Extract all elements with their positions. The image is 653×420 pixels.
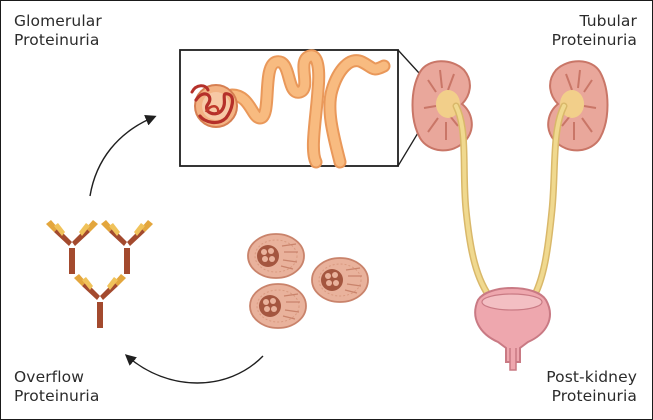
- tubule-cross-section-icon-3: [249, 283, 307, 329]
- tubule-cross-section-icon-1: [247, 233, 305, 279]
- cycle-arrow-upper-icon: [89, 115, 157, 197]
- glomerular-line2: Proteinuria: [14, 31, 100, 49]
- glomerular-proteinuria-label: Glomerular Proteinuria: [14, 12, 102, 50]
- antibody-icon-1: [46, 220, 98, 274]
- overflow-proteinuria-label: Overflow Proteinuria: [14, 368, 99, 406]
- glomerular-line1: Glomerular: [14, 12, 102, 30]
- post-kidney-line1: Post-kidney: [546, 368, 637, 386]
- post-kidney-line2: Proteinuria: [551, 387, 637, 405]
- overflow-line1: Overflow: [14, 368, 85, 386]
- tubular-proteinuria-label: Tubular Proteinuria: [552, 12, 637, 50]
- antibody-icon-3: [74, 274, 126, 328]
- tubule-cross-section-icon-2: [311, 257, 369, 303]
- post-kidney-proteinuria-label: Post-kidney Proteinuria: [546, 368, 637, 406]
- glomerulus-icon: [190, 84, 238, 128]
- kidney-left-icon: [411, 60, 473, 152]
- ureter-right-icon: [528, 102, 568, 304]
- bladder-icon: [474, 287, 551, 371]
- tubular-line1: Tubular: [579, 12, 637, 30]
- kidney-right-icon: [547, 60, 609, 152]
- nephron-inset: [179, 49, 431, 169]
- overflow-line2: Proteinuria: [14, 387, 100, 405]
- tubular-line2: Proteinuria: [551, 31, 637, 49]
- cycle-arrow-lower-icon: [124, 354, 264, 384]
- antibody-icon-2: [101, 220, 153, 274]
